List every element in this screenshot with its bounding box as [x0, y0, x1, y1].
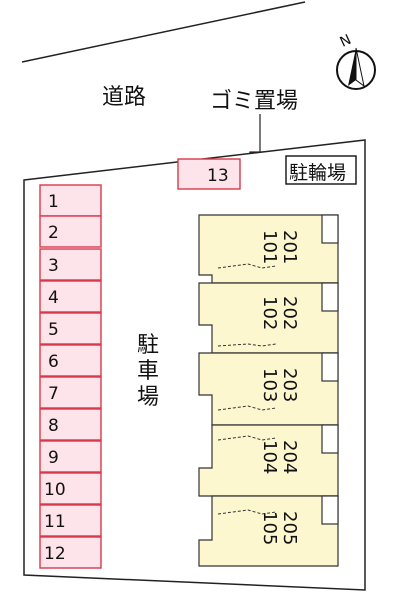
unit-block: 205 105: [198, 495, 339, 567]
road-line: [21, 1, 306, 63]
parking-stall-label: 4: [48, 288, 59, 308]
unit-label-204: 204: [279, 440, 300, 474]
parking-stall-13-label: 13: [207, 166, 229, 186]
parking-stall-label: 10: [44, 480, 66, 500]
parking-label-2: 車: [137, 359, 159, 384]
parking-stall-label: 11: [44, 512, 66, 532]
unit-block: 202 102: [198, 282, 339, 354]
parking-label-1: 駐: [137, 333, 159, 358]
parking-stall: [39, 215, 102, 248]
parking-stall-label: 8: [48, 416, 59, 436]
parking-stall: [39, 440, 102, 473]
unit-label-104: 104: [259, 440, 280, 474]
unit-block: 201 101: [198, 214, 339, 284]
parking-stall-label: 2: [48, 223, 59, 243]
unit-label-202: 202: [279, 296, 300, 330]
unit-label-103: 103: [259, 368, 280, 402]
parking-stall-label: 5: [48, 320, 59, 340]
building: 201 101 202 102 203 103 204 104: [198, 214, 339, 567]
road-label: 道路: [102, 85, 146, 110]
unit-label-203: 203: [279, 368, 300, 402]
parking-stall: [39, 312, 102, 345]
parking-stalls: 1 2 3 4 5 6 7 8 9 10 11 12: [39, 184, 102, 569]
parking-stall-label: 12: [44, 544, 66, 564]
parking-stall: [39, 536, 102, 569]
unit-label-201: 201: [279, 230, 300, 264]
compass-north-label: N: [338, 32, 354, 51]
compass-icon: N: [336, 32, 376, 90]
unit-label-105: 105: [259, 511, 280, 545]
parking-stall-13: [177, 158, 241, 190]
parking-stall-label: 9: [48, 448, 59, 468]
bike-parking-box: [285, 155, 357, 185]
parking-stall-label: 6: [48, 352, 59, 372]
bike-parking-label: 駐輪場: [289, 162, 346, 184]
parking-label-3: 場: [137, 385, 159, 410]
garbage-label: ゴミ置場: [210, 89, 298, 114]
unit-block: 204 104: [198, 424, 339, 497]
parking-stall: [39, 376, 102, 409]
unit-label-205: 205: [279, 511, 300, 545]
parking-stall: [39, 280, 102, 313]
parking-stall: [39, 504, 102, 537]
parking-stall: [39, 248, 102, 281]
parking-stall: [39, 344, 102, 377]
parking-stall-label: 7: [48, 384, 59, 404]
unit-label-102: 102: [259, 296, 280, 330]
parking-stall-label: 1: [48, 192, 59, 212]
parking-stall: [39, 472, 102, 505]
unit-label-101: 101: [259, 230, 280, 264]
parking-stall-label: 3: [48, 256, 59, 276]
unit-block: 203 103: [198, 352, 339, 426]
parking-stall: [39, 408, 102, 441]
